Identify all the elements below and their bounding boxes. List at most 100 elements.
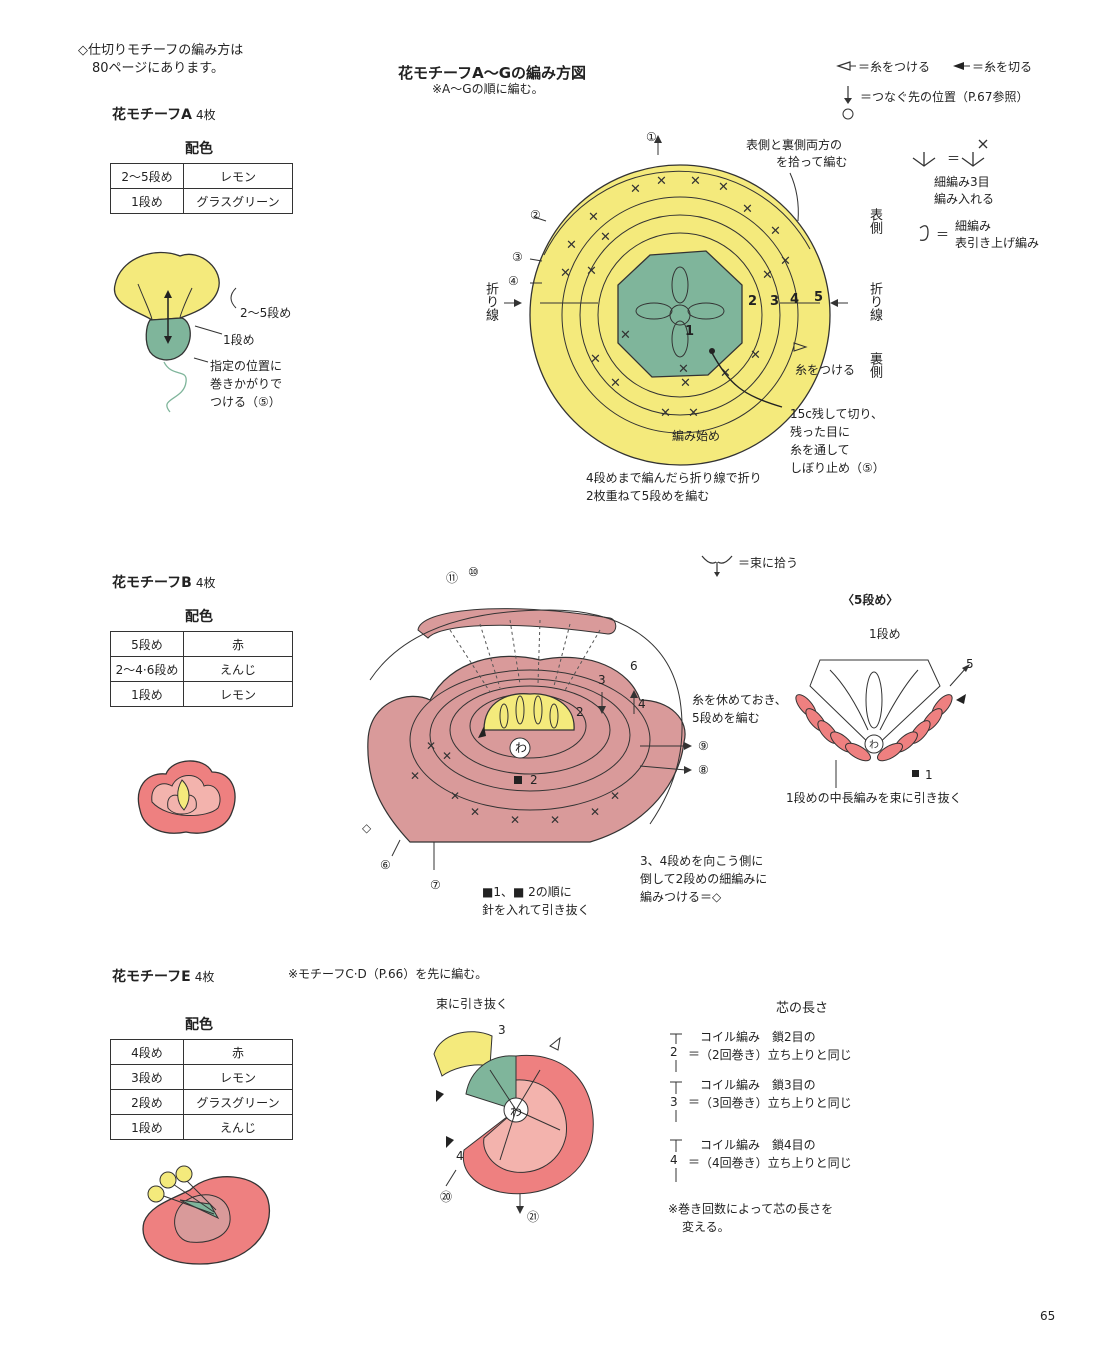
diagram-subtitle: ※A〜Gの順に編む。 <box>432 82 544 96</box>
motif-a-cut2: 残った目に <box>790 425 851 439</box>
svg-text:✕: ✕ <box>586 264 597 279</box>
motif-e-three: 3 <box>498 1023 506 1037</box>
core-item-2a: コイル編み 鎖2目の <box>700 1030 816 1044</box>
svg-text:3: 3 <box>770 294 779 309</box>
svg-text:✕: ✕ <box>566 238 577 253</box>
svg-text:＝: ＝ <box>688 1095 700 1109</box>
table-row: 5段め赤 <box>110 631 293 657</box>
table-row: 2〜4·6段めえんじ <box>110 656 293 682</box>
motif-a-num-2: ② <box>530 208 541 222</box>
motif-e-num-20: ⑳ <box>440 1190 453 1204</box>
motif-a-fold-note2: 2枚重ねて5段めを編む <box>586 489 710 503</box>
motif-a-illustration <box>113 251 237 413</box>
motif-b-round34-1: 3、4段めを向こう側に <box>640 854 764 868</box>
motif-b-color-table: 5段め赤 2〜4·6段めえんじ 1段めレモン <box>110 631 293 707</box>
svg-text:✕: ✕ <box>588 210 599 225</box>
motif-b-insert1: ■1、■ 2の順に <box>482 885 572 899</box>
core-note1: ※巻き回数によって芯の長さを <box>668 1202 834 1216</box>
svg-text:✕: ✕ <box>690 174 701 189</box>
motif-e-bundle: 束に引き抜く <box>436 997 509 1011</box>
motif-a-num-3: ③ <box>512 250 523 264</box>
motif-b-chart: ✕✕✕ ✕✕✕ ✕✕✕ 2 2 3 6 4 ◇ <box>362 608 692 870</box>
motif-e-color-table: 4段め赤 3段めレモン 2段めグラスグリーン 1段めえんじ <box>110 1039 293 1140</box>
core-item-2b: （2回巻き）立ち上りと同じ <box>700 1048 852 1062</box>
core-symbols: ＝ ＝ ＝ <box>670 1033 700 1182</box>
motif-a-num-4: ④ <box>508 274 519 288</box>
round5-chart: わ <box>795 659 970 788</box>
motif-b-num-9: ⑨ <box>698 739 709 753</box>
table-row: 1段めレモン <box>110 681 293 707</box>
svg-text:わ: わ <box>869 739 879 751</box>
motif-a-front: 表側 <box>867 208 882 234</box>
motif-b-num-11: ⑪ <box>446 571 459 585</box>
svg-text:✕: ✕ <box>590 805 600 819</box>
motif-a-both-sides1: 表側と裏側両方の <box>746 138 843 152</box>
table-row: 4段め赤 <box>110 1039 293 1065</box>
svg-text:✕: ✕ <box>680 376 691 391</box>
legend-join: ＝つなぐ先の位置（P.67参照） <box>860 90 1029 104</box>
motif-b-round34-3: 編みつける＝◇ <box>640 890 722 904</box>
svg-text:✕: ✕ <box>750 348 761 363</box>
top-note-line2: 80ページにあります。 <box>92 61 224 76</box>
motif-a-attach: 糸をつける <box>795 363 856 377</box>
svg-text:✕: ✕ <box>770 224 781 239</box>
core-item-4b: （4回巻き）立ち上りと同じ <box>700 1156 852 1170</box>
motif-a-ill-note3: つける（⑤） <box>210 395 281 409</box>
motif-a-fold-left: 折り線 <box>483 282 498 321</box>
table-row: 2段めグラスグリーン <box>110 1089 293 1115</box>
motif-e-chart <box>433 1031 594 1214</box>
legend-sc3b: 編み入れる <box>934 192 995 206</box>
motif-a-ill-note1: 指定の位置に <box>210 359 283 373</box>
motif-e-num-21: ㉑ <box>527 1210 540 1224</box>
motif-a-cut1: 15c残して切り、 <box>790 407 884 421</box>
svg-text:＝: ＝ <box>936 228 949 243</box>
motif-e-wa: わ <box>510 1105 523 1119</box>
legend-cut: ＝糸を切る <box>972 60 1033 74</box>
motif-a-both-sides2: を拾って編む <box>776 155 848 169</box>
motif-b-wa: わ <box>515 741 528 755</box>
table-row: 1段めグラスグリーン <box>110 188 293 214</box>
svg-text:✕: ✕ <box>620 328 631 343</box>
svg-text:✕: ✕ <box>762 268 773 283</box>
svg-text:5: 5 <box>814 290 823 305</box>
svg-text:✕: ✕ <box>550 813 560 827</box>
motif-e-illustration <box>142 1165 270 1265</box>
svg-text:＝: ＝ <box>688 1047 700 1061</box>
svg-text:✕: ✕ <box>610 376 621 391</box>
motif-b-round34-2: 倒して2段めの細編みに <box>640 872 768 886</box>
motif-b-num-10: ⑩ <box>468 565 479 579</box>
svg-text:6: 6 <box>630 659 638 673</box>
motif-b-illustration <box>137 760 236 834</box>
svg-text:2: 2 <box>576 705 584 719</box>
legend-fpsc: 細編み <box>955 219 992 233</box>
svg-text:✕: ✕ <box>450 789 460 803</box>
svg-text:＝: ＝ <box>947 152 960 167</box>
motif-b-insert2: 針を入れて引き抜く <box>482 903 590 917</box>
round5-title: 〈5段め〉 <box>842 593 899 607</box>
motif-b-num-8: ⑧ <box>698 763 709 777</box>
svg-text:✕: ✕ <box>470 805 480 819</box>
motif-a-back: 裏側 <box>867 352 882 378</box>
round5-r1: 1段め <box>869 627 901 641</box>
svg-text:✕: ✕ <box>678 362 689 377</box>
diagram-title: 花モチーフA〜Gの編み方図 <box>398 64 587 82</box>
svg-text:✕: ✕ <box>718 180 729 195</box>
svg-text:1: 1 <box>685 324 694 339</box>
motif-b-rest1: 糸を休めておき、 <box>692 693 787 707</box>
motif-e-note: ※モチーフC·D（P.66）を先に編む。 <box>288 967 488 981</box>
top-note-line1: ◇仕切りモチーフの編み方は <box>78 43 244 58</box>
page-number: 65 <box>1040 1309 1056 1323</box>
motif-a-color-label: 配色 <box>185 141 213 157</box>
svg-text:✕: ✕ <box>610 789 620 803</box>
table-row: 1段めえんじ <box>110 1114 293 1140</box>
svg-text:✕: ✕ <box>656 174 667 189</box>
legend-attach: ＝糸をつける <box>858 60 931 74</box>
svg-text:✕: ✕ <box>742 202 753 217</box>
core-note2: 変える。 <box>682 1220 730 1234</box>
core-title: 芯の長さ <box>776 1001 829 1016</box>
svg-text:✕: ✕ <box>410 769 420 783</box>
svg-text:3: 3 <box>598 673 606 687</box>
motif-a-fold-right: 折り線 <box>867 282 882 321</box>
motif-e-color-label: 配色 <box>185 1017 213 1033</box>
